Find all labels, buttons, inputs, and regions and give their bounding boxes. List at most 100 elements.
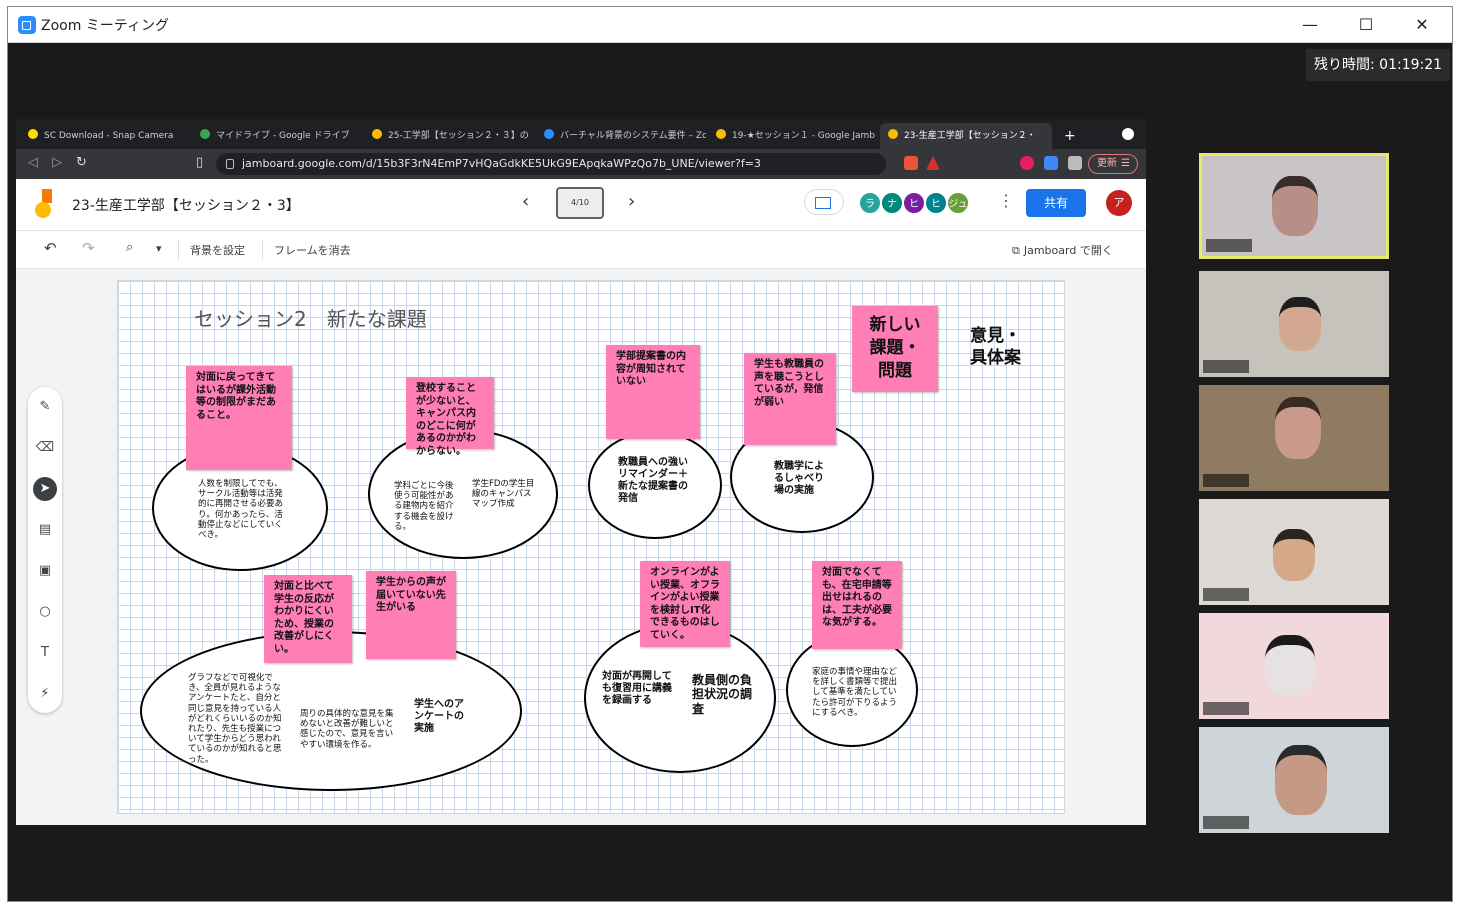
close-icon[interactable]: ✕	[1415, 15, 1429, 34]
tab-label: 25-工学部【セッション２・３】の	[388, 131, 529, 141]
eraser-icon[interactable]: ⌫	[35, 440, 55, 455]
frame-indicator[interactable]: 4/10	[556, 187, 604, 219]
text-box-icon[interactable]: T	[41, 645, 49, 660]
browser-tab[interactable]: SC Download - Snap Camera	[20, 123, 190, 149]
redo-icon[interactable]: ↷	[82, 239, 95, 257]
rewards-icon[interactable]	[926, 156, 940, 170]
jamboard-tool-sidebar: ✎ ⌫ ➤ ▤ ▣ ○ T ⚡	[28, 387, 62, 713]
previous-frame-icon[interactable]: ‹	[522, 191, 530, 212]
forward-icon[interactable]: ▷	[52, 155, 62, 170]
participant-face	[1279, 297, 1321, 351]
select-icon[interactable]: ➤	[33, 477, 57, 501]
participant-name	[1203, 360, 1250, 373]
ellipse-text[interactable]: グラフなどで可視化でき、全員が見れるようなアンケートたと、自分と同じ意見を持って…	[188, 673, 282, 765]
undo-icon[interactable]: ↶	[44, 239, 57, 257]
jam-title[interactable]: 23-生産工学部【セッション２・3】	[72, 198, 300, 214]
zoom-icon[interactable]: ⌕	[126, 240, 134, 255]
collaborator-avatar[interactable]: ジュ	[946, 191, 970, 215]
set-background-button[interactable]: 背景を設定	[190, 244, 245, 257]
handwritten-text[interactable]: 意見・ 具体案	[970, 326, 1021, 369]
image-icon[interactable]: ▣	[38, 563, 52, 578]
sticky-note[interactable]: 学生も教職員の声を聴こうとしているが，発信が弱い	[744, 353, 836, 445]
jamboard-logo-icon	[35, 189, 52, 218]
share-button[interactable]: 共有	[1026, 189, 1086, 217]
ellipse-shape[interactable]	[368, 429, 558, 559]
profile-menu-icon[interactable]	[1122, 128, 1134, 140]
extensions-puzzle-icon[interactable]	[1068, 156, 1082, 170]
participant-face	[1265, 635, 1315, 695]
tab-label: 19-★セッション１ - Google Jamb	[732, 131, 875, 141]
sticky-note[interactable]: 対面でなくても、在宅申請等出せはれるのは、工夫が必要な気がする。	[812, 561, 902, 649]
present-icon[interactable]	[804, 189, 844, 215]
sticky-note[interactable]: オンラインがよい授業、オフラインがよい授業を検討しIT化できるものはしていく。	[640, 561, 730, 647]
collaborator-avatar[interactable]: ラ	[858, 191, 882, 215]
participant-video[interactable]	[1199, 271, 1389, 377]
minimize-icon[interactable]: —	[1302, 15, 1318, 34]
browser-tab-active[interactable]: 23-生産工学部【セッション２・	[880, 123, 1052, 149]
ellipse-text[interactable]: 人数を制限してでも、サークル活動等は活発的に再開させる必要あり。何かあったら、活…	[198, 479, 284, 540]
ellipse-text[interactable]: 家庭の事情や理由などを詳しく書類等で提出して基準を満たしていたら許可が下りるよう…	[812, 667, 898, 718]
shape-icon[interactable]: ○	[39, 604, 51, 619]
maximize-icon[interactable]: ☐	[1358, 15, 1374, 34]
collaborator-avatar[interactable]: ナ	[880, 191, 904, 215]
participant-name	[1203, 474, 1250, 487]
sticky-note[interactable]: 学生からの声が届いていない先生がいる	[366, 571, 456, 659]
participant-face	[1275, 745, 1327, 815]
lock-icon	[226, 159, 234, 169]
toolbar-divider	[262, 240, 263, 260]
update-button[interactable]: 更新☰	[1088, 154, 1138, 174]
tab-label: 23-生産工学部【セッション２・	[904, 131, 1036, 141]
participant-face	[1272, 176, 1318, 236]
participant-video[interactable]	[1199, 385, 1389, 491]
ellipse-text[interactable]: 学科ごとに今後使う可能性がある建物内を紹介する機会を設ける。	[394, 481, 454, 532]
toolbar-divider	[178, 240, 179, 260]
pen-icon[interactable]: ✎	[39, 399, 51, 414]
brave-shield-icon[interactable]	[904, 156, 918, 170]
browser-tab[interactable]: マイドライブ - Google ドライブ	[192, 123, 362, 149]
zoom-dropdown-icon[interactable]: ▾	[156, 242, 162, 255]
open-in-jamboard-button[interactable]: ⧉Jamboard で開く	[1012, 242, 1113, 258]
participant-video[interactable]	[1199, 153, 1389, 259]
bookmark-icon[interactable]: ▯	[196, 155, 204, 170]
tab-favicon-icon	[28, 129, 38, 139]
ellipse-shape[interactable]	[786, 633, 918, 747]
extension-icon[interactable]	[1020, 156, 1034, 170]
account-avatar[interactable]: ア	[1106, 190, 1132, 216]
remaining-time-badge: 残り時間: 01:19:21	[1306, 49, 1451, 81]
clear-frame-button[interactable]: フレームを消去	[274, 244, 351, 257]
laser-icon[interactable]: ⚡	[40, 686, 50, 701]
ellipse-text[interactable]: 教員側の負担状況の調査	[692, 673, 753, 716]
collaborator-avatar[interactable]: ヒ	[924, 191, 948, 215]
participant-video[interactable]	[1199, 499, 1389, 605]
sticky-note[interactable]: 学部提案書の内容が周知されていない	[606, 345, 700, 439]
browser-tab[interactable]: 19-★セッション１ - Google Jamb	[708, 123, 878, 149]
sticky-note-icon[interactable]: ▤	[38, 522, 52, 537]
reload-icon[interactable]: ↻	[76, 155, 87, 170]
sticky-note[interactable]: 新しい 課題・ 問題	[852, 306, 938, 392]
collaborator-avatar[interactable]: ヒ	[902, 191, 926, 215]
more-options-icon[interactable]: ⋮	[998, 191, 1014, 210]
participant-video[interactable]	[1199, 727, 1389, 833]
sticky-note[interactable]: 登校することが少ないと、キャンパス内のどこに何があるのかがわからない。	[406, 377, 494, 457]
next-frame-icon[interactable]: ›	[628, 191, 636, 212]
back-icon[interactable]: ◁	[28, 155, 38, 170]
shared-screen: SC Download - Snap Camera マイドライブ - Googl…	[16, 119, 1146, 825]
new-tab-button[interactable]: +	[1064, 128, 1076, 144]
participant-video[interactable]	[1199, 613, 1389, 719]
tab-favicon-icon	[544, 129, 554, 139]
ellipse-text[interactable]: 教職員への強いリマインダー＋新たな提案書の発信	[618, 457, 688, 504]
ellipse-text[interactable]: 教職学によるしゃべり場の実施	[774, 461, 824, 496]
browser-tab[interactable]: 25-工学部【セッション２・３】の	[364, 123, 534, 149]
sticky-note[interactable]: 対面と比べて学生の反応がわかりにくいため、授業の改善がしにくい。	[264, 575, 352, 663]
translate-icon[interactable]	[1044, 156, 1058, 170]
jam-frame[interactable]: セッション2 新たな課題 新しい 課題・ 問題 意見・ 具体案 対面に戻ってきて…	[117, 280, 1065, 814]
ellipse-text[interactable]: 対面が再開しても復習用に講義を録画する	[602, 671, 672, 706]
ellipse-text[interactable]: 学生へのアンケートの実施	[414, 699, 464, 734]
ellipse-text[interactable]: 周りの具体的な意見を集めないと改善が難しいと感じたので、意見を言いやすい環境を作…	[300, 709, 394, 750]
ellipse-text[interactable]: 学生FDの学生目線のキャンパスマップ作成	[472, 479, 535, 510]
address-bar[interactable]: jamboard.google.com/d/15b3F3rN4EmP7vHQaG…	[216, 153, 886, 175]
sticky-note[interactable]: 対面に戻ってきてはいるが課外活動等の制限がまだあること。	[186, 366, 292, 470]
browser-tab[interactable]: バーチャル背景のシステム要件 – Zo	[536, 123, 706, 149]
ellipse-shape[interactable]	[588, 431, 722, 539]
browser-tab-bar: SC Download - Snap Camera マイドライブ - Googl…	[16, 119, 1146, 149]
